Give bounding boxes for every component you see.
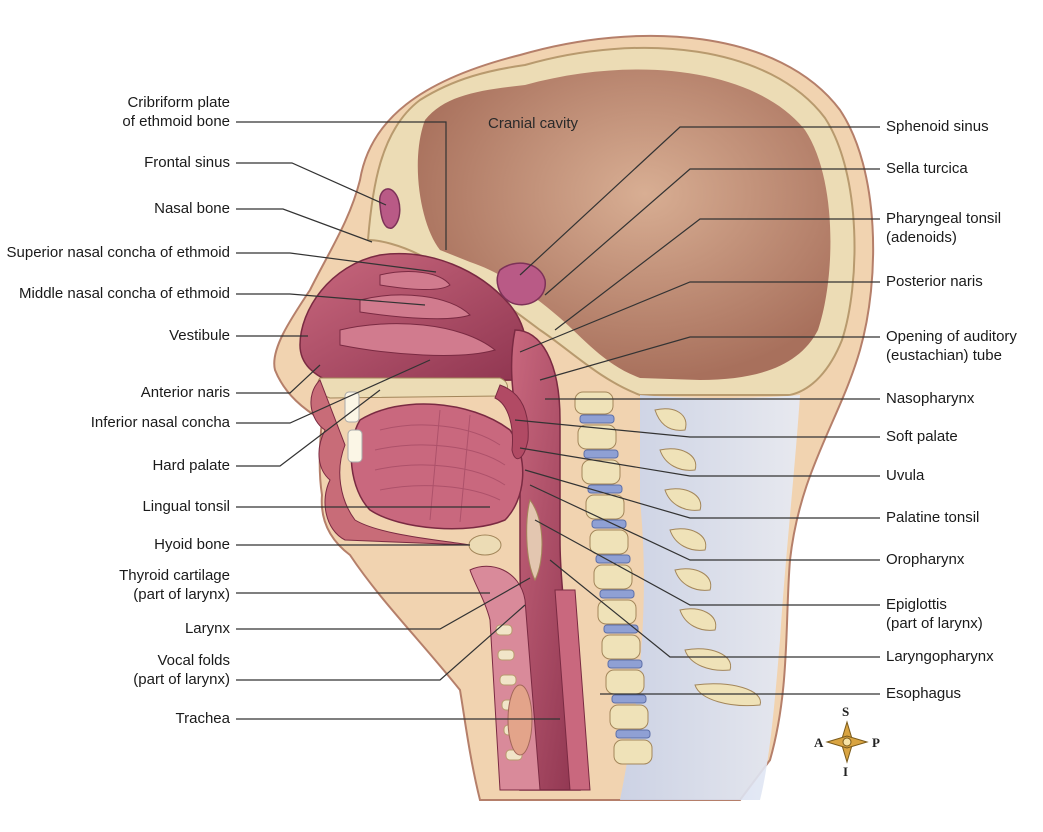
spinous-process: [669, 528, 707, 551]
spinous-process: [679, 608, 717, 631]
label-laryngopharynx: Laryngopharynx: [886, 648, 994, 665]
label-vestibule: Vestibule: [169, 327, 230, 344]
label-cribriform-plate: Cribriform plate of ethmoid bone: [122, 94, 230, 130]
tongue-shape: [350, 403, 524, 530]
label-hyoid-bone: Hyoid bone: [154, 536, 230, 553]
disc: [587, 484, 623, 494]
disc: [615, 729, 651, 739]
label-thyroid-cartilage: Thyroid cartilage (part of larynx): [119, 567, 230, 603]
label-lingual-tonsil: Lingual tonsil: [142, 498, 230, 515]
label-epiglottis: Epiglottis (part of larynx): [886, 596, 983, 632]
vertebra: [593, 564, 633, 590]
label-trachea: Trachea: [175, 710, 230, 727]
compass-rose: [825, 720, 869, 764]
label-superior-nasal-concha: Superior nasal concha of ethmoid: [6, 244, 230, 261]
spinous-process: [664, 488, 702, 511]
label-sella-turcica: Sella turcica: [886, 160, 968, 177]
label-uvula: Uvula: [886, 467, 925, 484]
tracheal-ring: [497, 649, 515, 661]
label-hard-palate: Hard palate: [152, 457, 230, 474]
compass-anterior: A: [814, 735, 824, 750]
vertebra: [601, 634, 641, 660]
label-larynx: Larynx: [184, 620, 230, 637]
vertebra: [613, 739, 653, 765]
label-inferior-nasal-concha: Inferior nasal concha: [90, 414, 230, 431]
disc: [607, 659, 643, 669]
label-posterior-naris: Posterior naris: [886, 273, 983, 290]
disc: [611, 694, 647, 704]
inferior-concha-shape: [339, 323, 497, 356]
thyroid-gland: [507, 684, 533, 756]
lower-tooth: [347, 429, 363, 463]
label-middle-nasal-concha: Middle nasal concha of ethmoid: [19, 285, 230, 302]
cranial-cavity: [417, 69, 831, 380]
compass-inferior: I: [843, 764, 849, 779]
label-anterior-naris: Anterior naris: [140, 384, 230, 401]
label-palatine-tonsil: Palatine tonsil: [886, 509, 980, 526]
vertebra: [574, 391, 614, 415]
vertebra: [585, 494, 625, 520]
leader-lines: [236, 121, 880, 720]
label-sphenoid-sinus: Sphenoid sinus: [886, 118, 989, 135]
disc: [591, 519, 627, 529]
label-nasopharynx: Nasopharynx: [886, 390, 975, 407]
label-nasal-bone: Nasal bone: [154, 200, 230, 217]
cranial-cavity-label: Cranial cavity: [488, 115, 579, 132]
label-oropharynx: Oropharynx: [886, 551, 965, 568]
label-vocal-folds: Vocal folds (part of larynx): [133, 652, 230, 688]
tracheal-ring: [495, 624, 513, 636]
vertebra: [609, 704, 649, 730]
vertebra: [589, 529, 629, 555]
middle-concha-shape: [359, 294, 471, 320]
spinous-process: [659, 448, 697, 471]
soft-palate-shape: [494, 384, 529, 460]
spinous-process: [694, 683, 761, 707]
vertebra: [577, 424, 617, 450]
tracheal-ring: [499, 674, 517, 686]
spinous-process: [654, 408, 687, 431]
label-esophagus: Esophagus: [886, 685, 962, 702]
spinous-process: [674, 568, 712, 591]
frontal-sinus-shape: [379, 188, 401, 229]
sphenoid-sinus-shape: [496, 262, 546, 306]
disc: [583, 449, 619, 459]
disc: [603, 624, 639, 634]
superior-concha-shape: [379, 271, 451, 291]
vertebra: [581, 459, 621, 485]
lips-chin: [310, 379, 471, 546]
label-pharyngeal-tonsil: Pharyngeal tonsil (adenoids): [886, 210, 1002, 246]
compass-posterior: P: [872, 735, 880, 750]
label-auditory-tube: Opening of auditory (eustachian) tube: [886, 328, 1017, 364]
spinous-process: [684, 648, 732, 671]
compass-superior: S: [842, 704, 850, 719]
hyoid-shape: [468, 534, 502, 556]
disc: [579, 414, 615, 424]
vertebra: [605, 669, 645, 695]
disc: [599, 589, 635, 599]
label-soft-palate: Soft palate: [886, 428, 958, 445]
label-frontal-sinus: Frontal sinus: [144, 154, 230, 171]
esophagus-shape: [554, 589, 591, 791]
